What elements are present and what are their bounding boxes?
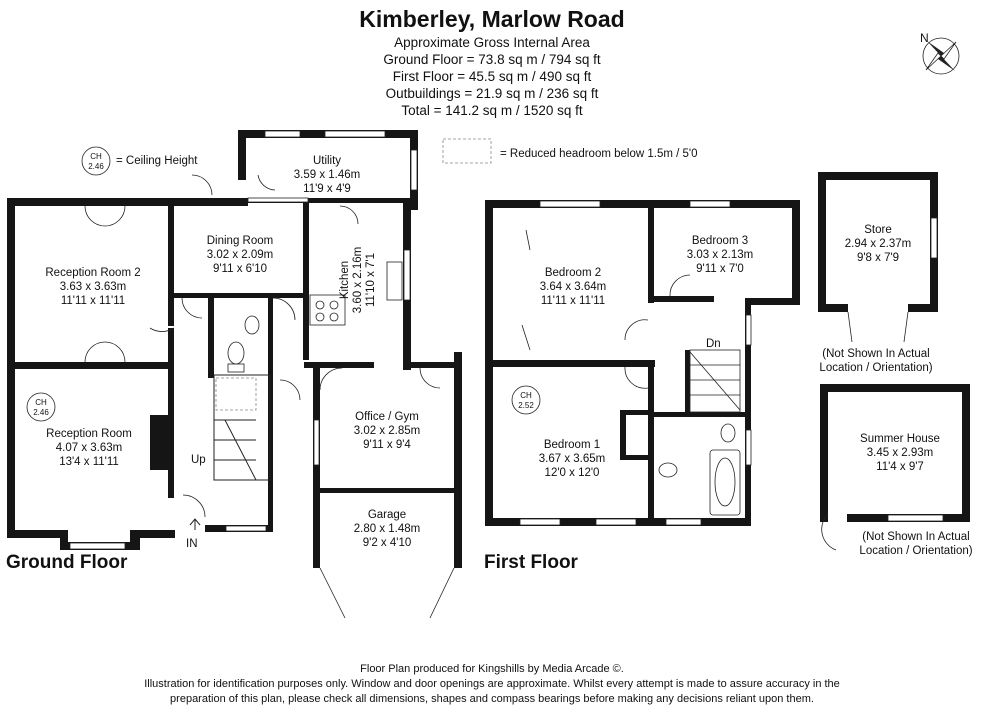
room-office-imperial: 9'11 x 9'4 [363,439,411,451]
room-kitchen: Kitchen 3.60 x 2.16m 11'10 x 7'1 [339,247,377,313]
ground-stairs-label: Up [191,454,206,466]
area-total: Total = 141.2 sq m / 1520 sq ft [401,103,583,118]
room-bedroom2-imperial: 11'11 x 11'11 [541,295,605,307]
compass-north-label: N [920,31,929,45]
room-summer-name: Summer House [860,433,940,445]
first-floor-label: First Floor [484,552,578,573]
room-bedroom1-metric: 3.67 x 3.65m [539,453,605,465]
ceiling-height-legend: CH 2.46 = Ceiling Height [81,146,198,176]
room-bedroom2-metric: 3.64 x 3.64m [540,281,606,293]
room-garage-name: Garage [368,509,406,521]
room-reception2-name: Reception Room 2 [45,267,140,279]
first-ch-value: 2.52 [518,401,534,410]
room-dining: Dining Room 3.02 x 2.09m 9'11 x 6'10 [207,235,273,275]
summer-note-line2: Location / Orientation) [859,545,972,557]
room-dining-name: Dining Room [207,235,273,247]
ground-floor-fixtures [227,261,403,373]
area-outbuildings: Outbuildings = 21.9 sq m / 236 sq ft [385,86,599,101]
headroom-legend: = Reduced headroom below 1.5m / 5'0 [442,138,698,164]
ground-floor-windows [69,130,418,550]
room-store-metric: 2.94 x 2.37m [845,238,911,250]
footer-disclaimer: Floor Plan produced for Kingshills by Me… [0,662,984,707]
room-office-metric: 3.02 x 2.85m [354,425,420,437]
room-garage-metric: 2.80 x 1.48m [354,523,420,535]
store-note-line1: (Not Shown In Actual [822,348,929,360]
room-kitchen-metric: 3.60 x 2.16m [352,247,364,313]
room-reception-name: Reception Room [46,428,132,440]
first-ch-label: CH [520,391,532,400]
footer-line-3: preparation of this plan, please check a… [170,693,814,705]
room-reception: Reception Room 4.07 x 3.63m 13'4 x 11'11 [46,428,132,468]
room-store-imperial: 9'8 x 7'9 [857,252,899,264]
room-utility-metric: 3.59 x 1.46m [294,169,360,181]
room-summer-metric: 3.45 x 2.93m [867,447,933,459]
entrance-label: IN [186,538,198,550]
ground-ch-label: CH [35,398,47,407]
room-dining-metric: 3.02 x 2.09m [207,249,273,261]
store-note-line2: Location / Orientation) [819,362,932,374]
first-floor-stairs [689,349,741,413]
legend-ch-value: 2.46 [88,162,104,171]
room-bedroom-1: Bedroom 1 3.67 x 3.65m 12'0 x 12'0 [539,439,605,479]
ground-ch-marker: CH 2.46 [26,392,56,422]
room-reception-metric: 4.07 x 3.63m [56,442,122,454]
room-bedroom3-metric: 3.03 x 2.13m [687,249,753,261]
room-bedroom1-name: Bedroom 1 [544,439,600,451]
room-reception2-imperial: 11'11 x 11'11 [61,295,125,307]
room-utility: Utility 3.59 x 1.46m 11'9 x 4'9 [294,155,360,195]
ground-ch-value: 2.46 [33,408,49,417]
ground-floor-doors [84,174,455,619]
area-first: First Floor = 45.5 sq m / 490 sq ft [392,69,592,84]
compass-icon: N [920,31,960,75]
room-kitchen-name: Kitchen [339,261,351,299]
first-floor-windows [519,200,752,526]
room-reception-imperial: 13'4 x 11'11 [59,456,119,468]
room-bedroom1-imperial: 12'0 x 12'0 [545,467,600,479]
first-floor-fixtures [521,229,741,516]
area-ground: Ground Floor = 73.8 sq m / 794 sq ft [383,52,601,67]
summer-note-line1: (Not Shown In Actual [862,531,969,543]
first-ch-marker: CH 2.52 [511,385,541,415]
room-bedroom-2: Bedroom 2 3.64 x 3.64m 11'11 x 11'11 [540,267,606,307]
entrance-marker: IN [186,518,201,550]
summer-house-building: Summer House 3.45 x 2.93m 11'4 x 9'7 (No… [820,384,973,557]
area-heading: Approximate Gross Internal Area [394,35,590,50]
store-building: Store 2.94 x 2.37m 9'8 x 7'9 (Not Shown … [818,172,938,374]
room-bedroom-3: Bedroom 3 3.03 x 2.13m 9'11 x 7'0 [687,235,753,275]
room-reception-2: Reception Room 2 3.63 x 3.63m 11'11 x 11… [45,267,140,307]
room-utility-imperial: 11'9 x 4'9 [303,183,351,195]
room-garage: Garage 2.80 x 1.48m 9'2 x 4'10 [354,509,420,549]
room-kitchen-imperial: 11'10 x 7'1 [365,253,377,307]
property-title: Kimberley, Marlow Road [359,6,625,32]
room-dining-imperial: 9'11 x 6'10 [213,263,267,275]
area-summary: Approximate Gross Internal Area Ground F… [0,34,984,119]
room-summer-imperial: 11'4 x 9'7 [876,461,924,473]
legend-headroom-text: = Reduced headroom below 1.5m / 5'0 [500,148,698,160]
room-store-name: Store [864,224,892,236]
footer-line-1: Floor Plan produced for Kingshills by Me… [360,663,624,675]
room-bedroom2-name: Bedroom 2 [545,267,601,279]
room-office-name: Office / Gym [355,411,419,423]
footer-line-2: Illustration for identification purposes… [144,678,840,690]
ground-floor-walls [7,130,462,568]
legend-ch-label: CH [90,152,102,161]
room-reception2-metric: 3.63 x 3.63m [60,281,126,293]
ground-floor-label: Ground Floor [6,552,128,573]
first-stairs-label: Dn [706,338,721,350]
room-garage-imperial: 9'2 x 4'10 [363,537,412,549]
legend-ceiling-text: = Ceiling Height [116,155,198,167]
room-bedroom3-name: Bedroom 3 [692,235,748,247]
room-bedroom3-imperial: 9'11 x 7'0 [696,263,744,275]
room-utility-name: Utility [313,155,341,167]
room-office: Office / Gym 3.02 x 2.85m 9'11 x 9'4 [354,411,420,451]
